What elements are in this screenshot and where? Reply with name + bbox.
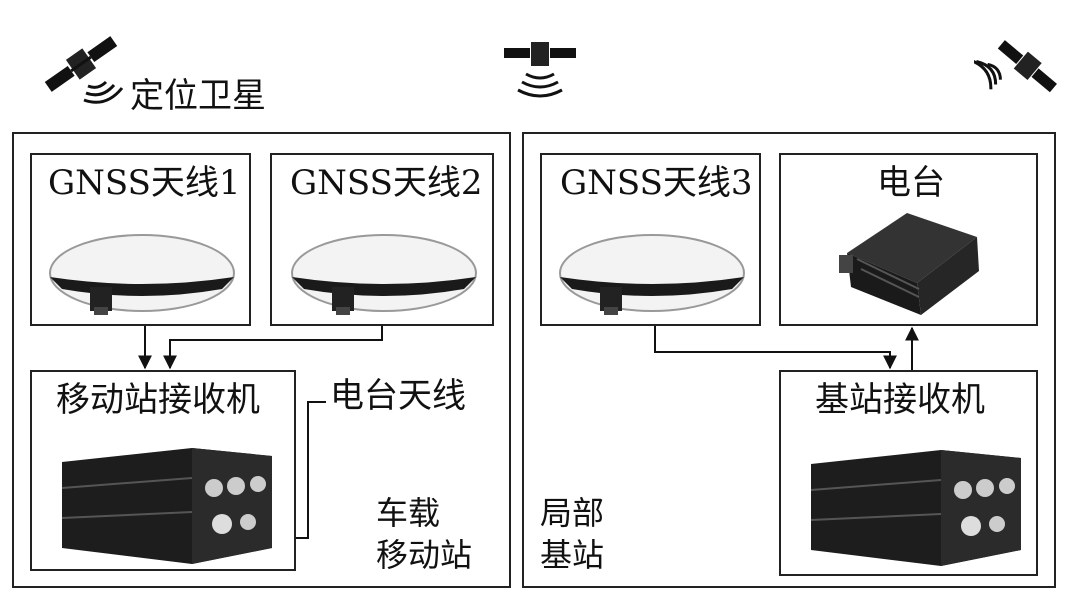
satellite-center-icon <box>500 34 580 100</box>
base-receiver-label: 基站接收机 <box>815 380 985 420</box>
satellite-left-icon <box>36 26 126 106</box>
gnss-antenna-1-box: GNSS天线1 <box>30 153 251 326</box>
radio-antenna-label: 电台天线 <box>330 376 466 416</box>
gnss-antenna-1-label: GNSS天线1 <box>48 163 241 203</box>
mobile-receiver-box: 移动站接收机 <box>30 370 296 571</box>
mobile-receiver-icon <box>62 448 272 564</box>
base-receiver-icon <box>811 450 1021 566</box>
radio-box: 电台 <box>779 153 1038 326</box>
radio-icon <box>839 213 979 315</box>
satellite-right-icon <box>974 28 1060 106</box>
base-station-caption: 局部 基站 <box>540 494 605 574</box>
gnss-antenna-1-icon <box>49 234 235 315</box>
gnss-antenna-2-icon <box>291 234 477 315</box>
gnss-antenna-2-box: GNSS天线2 <box>270 153 494 326</box>
gnss-antenna-2-label: GNSS天线2 <box>290 163 483 203</box>
satellite-label: 定位卫星 <box>130 76 266 116</box>
base-receiver-box: 基站接收机 <box>779 370 1038 576</box>
vehicle-station-caption: 车载 移动站 <box>376 494 473 574</box>
antenna2-to-receiver-arrow <box>163 326 383 370</box>
radio-label: 电台 <box>877 163 945 203</box>
radio-antenna-cable <box>296 401 326 539</box>
antenna3-to-base-receiver-arrow <box>654 326 897 370</box>
gnss-antenna-3-icon <box>559 234 745 315</box>
mobile-receiver-label: 移动站接收机 <box>56 380 260 420</box>
gnss-antenna-3-label: GNSS天线3 <box>560 163 753 203</box>
gnss-antenna-3-box: GNSS天线3 <box>540 153 761 326</box>
